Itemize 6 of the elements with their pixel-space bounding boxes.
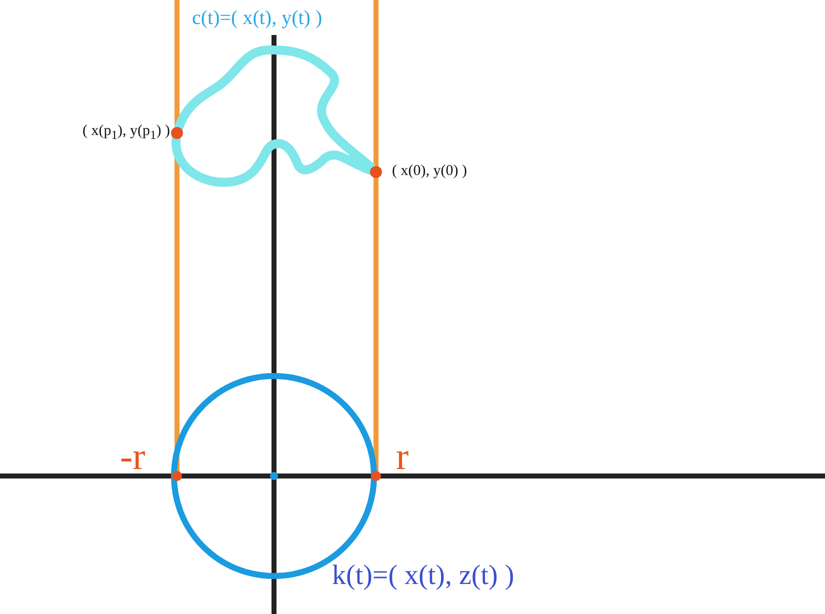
axis-value: -r (120, 438, 146, 476)
curve-equation: c(t)=( x(t), y(t) ) (192, 8, 322, 28)
point-coordinates: ( x(p$_{1}$), y(p$_{1}$) ) (82, 124, 170, 142)
point-coordinates: ( x(0), y(0) ) (392, 164, 467, 179)
circle-equation: k(t)=( x(t), z(t) ) (332, 562, 514, 590)
axis-value: r (396, 438, 409, 476)
